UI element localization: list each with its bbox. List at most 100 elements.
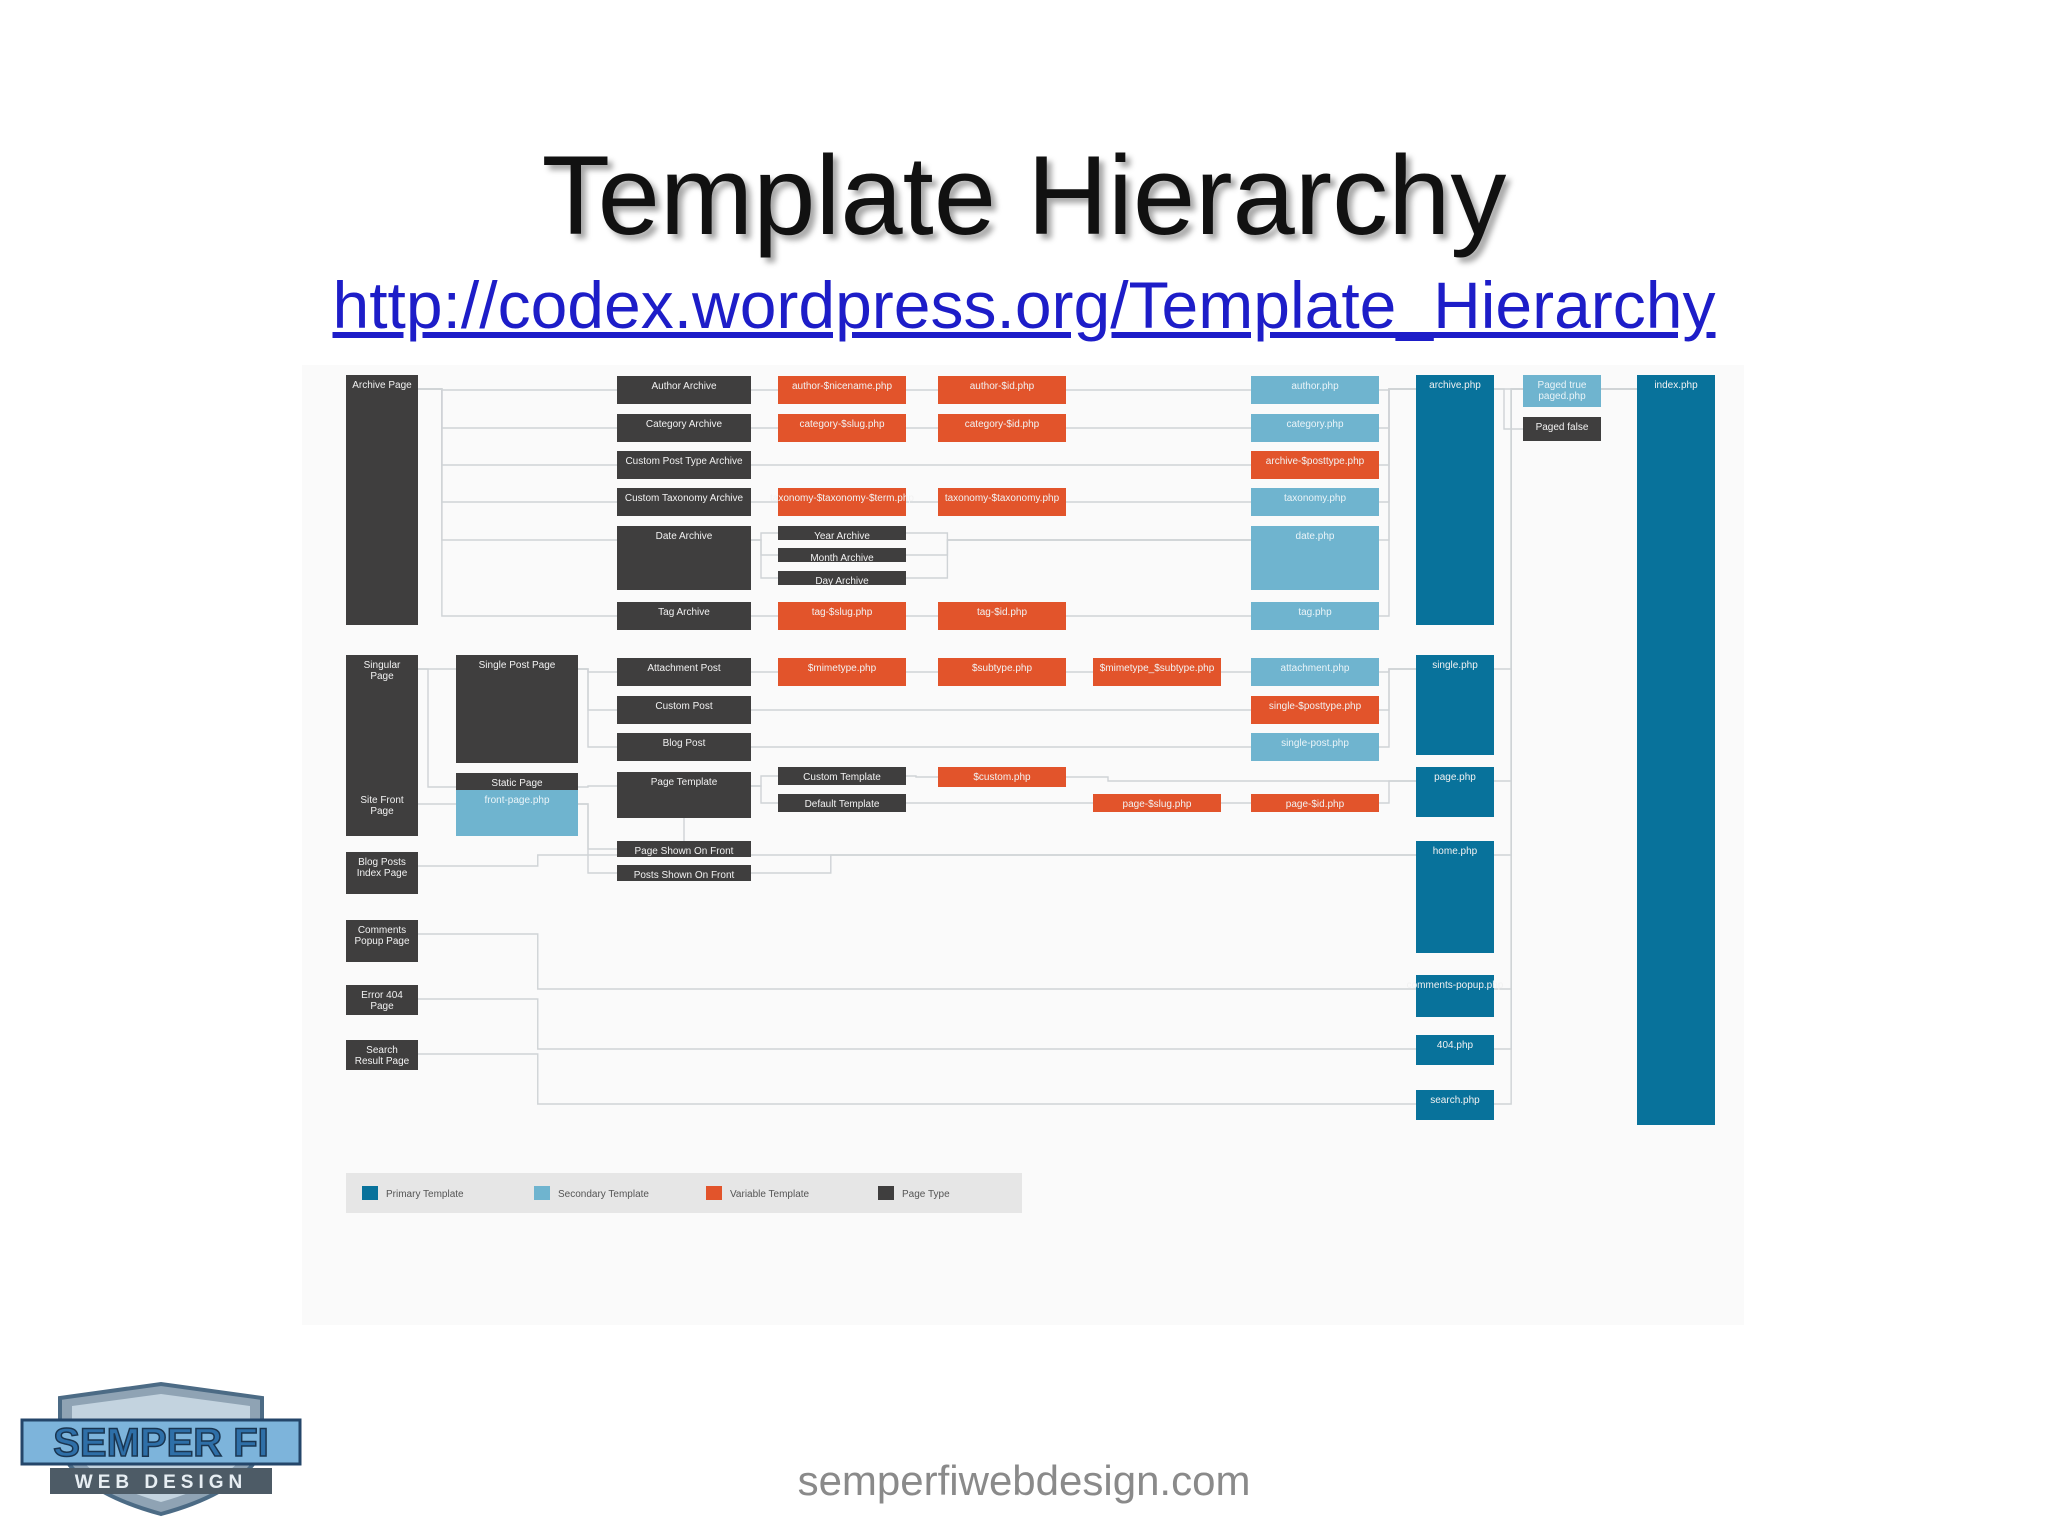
logo-line1: SEMPER FI: [53, 1421, 269, 1465]
node-box: [456, 655, 578, 763]
node-box: [617, 733, 751, 761]
legend-swatch-secondary: [534, 1186, 550, 1200]
node-label: Custom Post Type Archive: [625, 456, 743, 467]
node-box: [938, 767, 1066, 787]
node-label: Year Archive: [814, 531, 870, 542]
footer-url: semperfiwebdesign.com: [797, 1457, 1251, 1504]
node-category-id: category-$id.php: [938, 414, 1066, 442]
connector-line: [578, 668, 617, 748]
connector-line: [1494, 388, 1523, 430]
node-label: page-$slug.php: [1123, 799, 1192, 810]
node-label: $mimetype.php: [808, 663, 877, 674]
node-box: [1251, 696, 1379, 724]
node-category-php: category.php: [1251, 414, 1379, 442]
node-label: single.php: [1432, 660, 1478, 671]
node-label: Posts Shown On Front: [634, 870, 735, 881]
node-box: [1416, 975, 1494, 1017]
node-label: taxonomy.php: [1284, 493, 1347, 504]
node-search-php: search.php: [1416, 1090, 1494, 1120]
connector-line: [751, 532, 778, 541]
node-label: page-$id.php: [1286, 799, 1345, 810]
node-single-post-php: single-post.php: [1251, 733, 1379, 761]
node-box: [778, 571, 906, 585]
node-label: Custom Post: [655, 701, 712, 712]
node-label: author-$nicename.php: [792, 381, 893, 392]
semper-fi-logo: SEMPER FI WEB DESIGN: [20, 1381, 302, 1517]
node-label: single-post.php: [1281, 738, 1349, 749]
connector-line: [1379, 780, 1416, 804]
node-box: [617, 526, 751, 590]
node-box: [1251, 733, 1379, 761]
node-box: [617, 865, 751, 881]
node-label: author-$id.php: [970, 381, 1035, 392]
node-home-php: home.php: [1416, 841, 1494, 953]
connector-line: [418, 668, 456, 788]
node-label: Category Archive: [646, 419, 723, 430]
connector-line: [1494, 388, 1637, 990]
node-label: Day Archive: [815, 576, 869, 587]
connector-line: [906, 539, 1251, 556]
node-box: [346, 1040, 418, 1070]
node-day-archive: Day Archive: [778, 571, 906, 587]
connector-line: [1379, 668, 1416, 711]
node-attachment-php: attachment.php: [1251, 658, 1379, 686]
node-box: [617, 602, 751, 630]
connector-line: [751, 775, 778, 787]
legend-label: Secondary Template: [558, 1189, 649, 1200]
node-tag-php: tag.php: [1251, 602, 1379, 630]
node-box: [938, 414, 1066, 442]
slide-title: Template Hierarchy: [541, 133, 1507, 258]
node-year-archive: Year Archive: [778, 526, 906, 542]
node-label: category.php: [1286, 419, 1344, 430]
node-box: [617, 658, 751, 686]
legend-label: Page Type: [902, 1189, 950, 1200]
node-box: [778, 526, 906, 540]
node-box: [1251, 658, 1379, 686]
node-box: [1251, 451, 1379, 479]
connector-line: [418, 388, 617, 391]
node-label: taxonomy-$taxonomy.php: [945, 493, 1060, 504]
node-subtype-php: $subtype.php: [938, 658, 1066, 686]
legend-swatch-variable: [706, 1186, 722, 1200]
node-custom-template: Custom Template: [778, 767, 906, 785]
node-label: index.php: [1654, 380, 1698, 391]
node-box: [617, 376, 751, 404]
node-label: page.php: [1434, 772, 1476, 783]
node-label: Paged false: [1536, 422, 1589, 433]
node-box: [617, 772, 751, 818]
node-tag-slug: tag-$slug.php: [778, 602, 906, 630]
node-box: [778, 414, 906, 442]
connector-line: [418, 1053, 1416, 1105]
connector-line: [1379, 668, 1416, 748]
node-box: [778, 658, 906, 686]
logo-banner: [20, 1418, 302, 1466]
connector-line: [1379, 388, 1416, 503]
node-box: [1523, 417, 1601, 441]
node-author-id: author-$id.php: [938, 376, 1066, 404]
node-box: [617, 841, 751, 857]
node-label: $mimetype_$subtype.php: [1100, 663, 1215, 674]
codex-link[interactable]: http://codex.wordpress.org/Template_Hier…: [332, 268, 1716, 342]
connector-line: [1379, 388, 1416, 466]
connector-line: [1494, 388, 1637, 856]
node-label: Month Archive: [810, 553, 874, 564]
node-tag-archive: Tag Archive: [617, 602, 751, 630]
node-taxonomy-term: taxonomy-$taxonomy-$term.php: [770, 488, 914, 516]
connector-line: [1494, 388, 1637, 1105]
node-label: archive-$posttype.php: [1266, 456, 1365, 467]
node-label: Attachment Post: [647, 663, 721, 674]
node-label: Custom Taxonomy Archive: [625, 493, 744, 504]
node-taxonomy-tax: taxonomy-$taxonomy.php: [938, 488, 1066, 516]
node-comments-popup-php: comments-popup.php: [1407, 975, 1504, 1017]
node-custom-taxonomy-archive: Custom Taxonomy Archive: [617, 488, 751, 516]
node-box: [938, 488, 1066, 516]
node-label: $subtype.php: [972, 663, 1032, 674]
